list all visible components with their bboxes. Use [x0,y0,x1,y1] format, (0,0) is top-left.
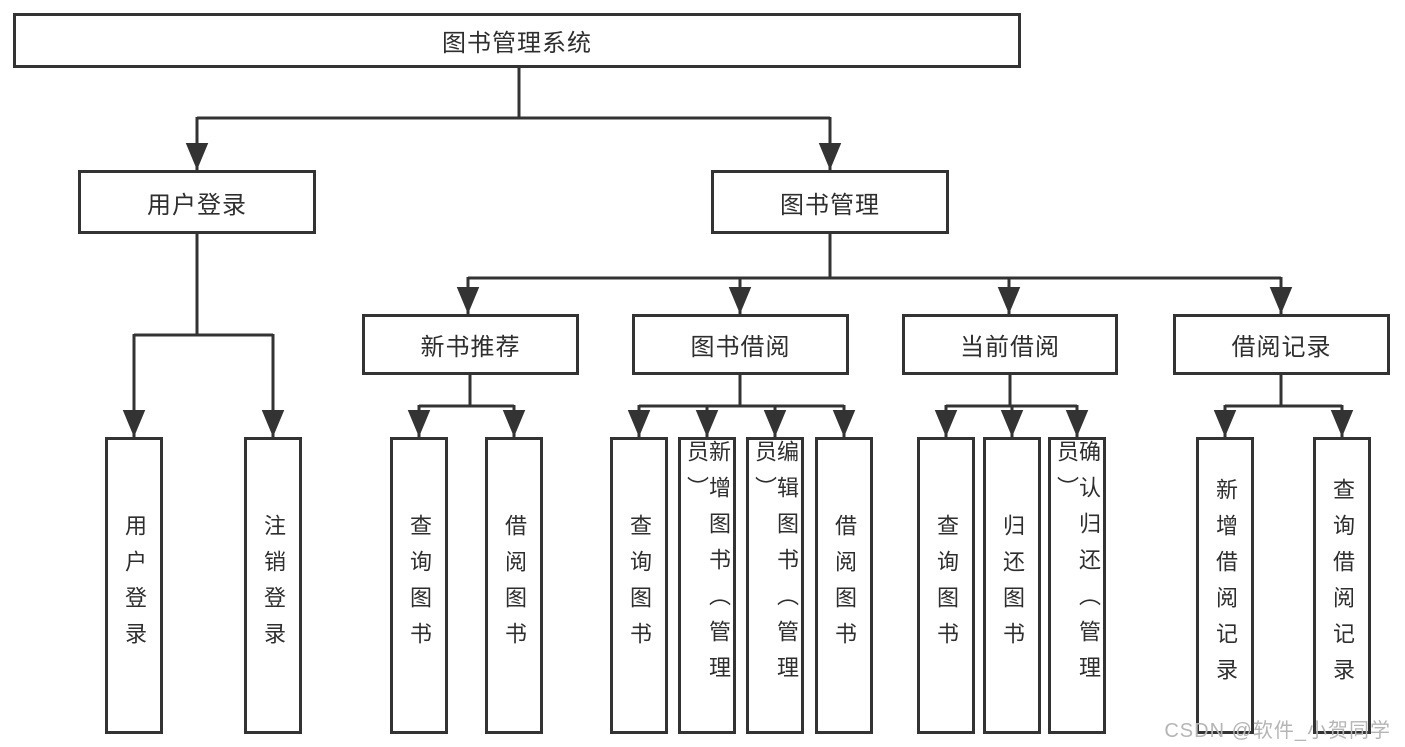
connector-book-mgmt [456,234,1293,314]
connector-book-borrow [627,375,856,437]
node-new-book-recommend: 新书推荐 [362,314,579,375]
leaf-query-borrow-record: 查询借阅记录 [1313,437,1371,734]
leaf-label: 新增借阅记录 [1213,477,1238,694]
leaf-label: 查询图书 [627,513,652,658]
node-book-borrow: 图书借阅 [632,314,849,375]
leaf-borrow-books: 借阅图书 [815,437,873,734]
leaf-query-books-borrow: 查询图书 [610,437,668,734]
node-book-mgmt: 图书管理 [711,170,949,234]
leaf-return-books: 归还图书 [983,437,1041,734]
node-current-borrow: 当前借阅 [902,314,1118,375]
leaf-add-books-admin: 新增图书（管理员） [678,437,736,734]
leaf-query-books-recommend: 查询图书 [390,437,448,734]
connector-new-book [407,375,526,437]
csdn-watermark: CSDN @软件_小贺同学 [1164,720,1391,742]
node-root: 图书管理系统 [13,13,1021,68]
leaf-label: 新增图书（管理员） [684,440,731,692]
leaf-label: 借阅图书 [502,513,527,658]
node-label: 图书借阅 [690,334,791,361]
connector-user-login [122,234,285,437]
leaf-logout: 注销登录 [244,437,302,734]
leaf-confirm-return-admin: 确认归还（管理员） [1048,437,1106,734]
connector-root-to-level2 [185,68,842,170]
leaf-label: 查询图书 [934,513,959,658]
node-root-label: 图书管理系统 [442,30,592,57]
node-label: 借阅记录 [1231,334,1332,361]
leaf-borrow-books-recommend: 借阅图书 [485,437,543,734]
leaf-query-books-current: 查询图书 [917,437,975,734]
node-label: 图书管理 [780,191,880,219]
node-label: 当前借阅 [960,334,1060,361]
node-label: 新书推荐 [420,334,521,361]
connector-borrow-record [1213,375,1354,437]
leaf-add-borrow-record: 新增借阅记录 [1196,437,1254,734]
leaf-edit-books-admin: 编辑图书（管理员） [746,437,804,734]
leaf-label: 借阅图书 [832,513,857,658]
leaf-label: 查询图书 [407,513,432,658]
node-borrow-records: 借阅记录 [1173,314,1390,375]
leaf-label: 归还图书 [1000,513,1025,658]
leaf-label: 确认归还（管理员） [1054,440,1101,692]
leaf-label: 编辑图书（管理员） [752,440,799,692]
leaf-label: 用户登录 [122,513,147,658]
node-user-login: 用户登录 [78,170,316,234]
leaf-user-login: 用户登录 [105,437,163,734]
connector-current-borrow [934,375,1089,437]
leaf-label: 查询借阅记录 [1330,477,1355,694]
node-label: 用户登录 [147,191,247,219]
leaf-label: 注销登录 [261,513,286,658]
